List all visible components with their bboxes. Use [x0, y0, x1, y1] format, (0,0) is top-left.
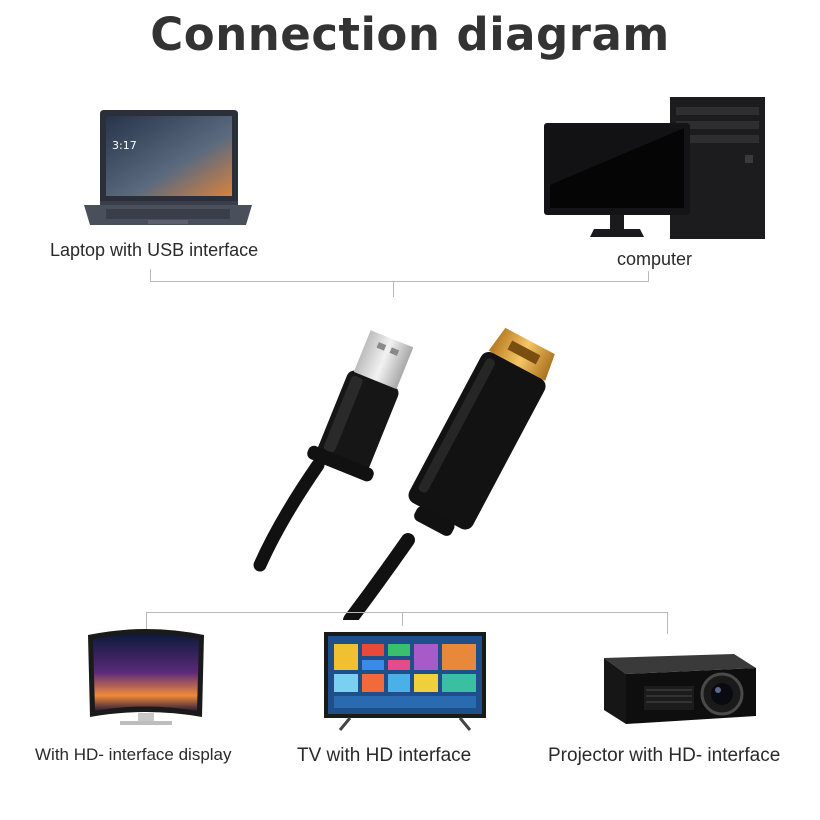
tv-illustration [320, 628, 490, 733]
target-bracket-right-tick [667, 612, 668, 634]
source-bracket-right-tick [648, 271, 649, 282]
source-bracket-left-tick [150, 269, 151, 282]
laptop-label: Laptop with USB interface [50, 240, 259, 260]
page-title: Connection diagram [150, 8, 670, 61]
display-label: With HD‑ interface display [35, 745, 232, 764]
tv-label: TV with HD interface [297, 745, 472, 766]
projector-label: Projector with HD‑ interface [548, 745, 781, 766]
projector-illustration [584, 650, 764, 730]
target-bracket-stem [402, 612, 403, 626]
curved-display-illustration [82, 625, 212, 730]
svg-text:3:17: 3:17 [112, 139, 137, 152]
desktop-computer-illustration [540, 95, 770, 245]
laptop-illustration: 3:17 [78, 105, 258, 230]
target-bracket-horizontal [146, 612, 668, 613]
usb-to-hdmi-cable [240, 320, 580, 620]
target-bracket-left-tick [146, 612, 147, 632]
computer-label: computer [617, 249, 693, 269]
source-bracket-stem [393, 281, 394, 297]
source-bracket-horizontal [150, 281, 649, 282]
